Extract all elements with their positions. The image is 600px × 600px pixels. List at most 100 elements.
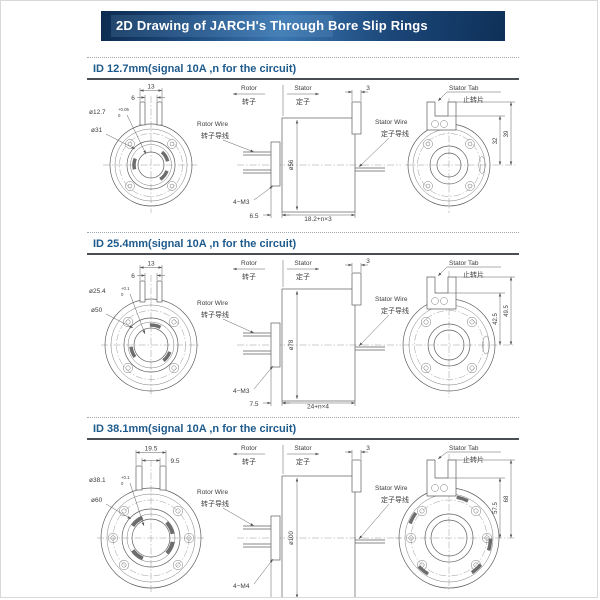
rear-view: Stator Tab 止转片 49.5 42.5 — [402, 260, 515, 397]
dim-hub-diameter: ø60 — [91, 497, 103, 504]
rotor-label-en: Rotor — [241, 260, 258, 267]
dim-tab-height-inner: 42.5 — [493, 313, 499, 325]
bolt-holes — [122, 316, 180, 374]
drawing-id-12-7mm: 13 6 ø12.7 +0.05 0 ø31 Rotor 转子 Stator 定… — [89, 84, 515, 222]
stator-label-en: Stator — [294, 260, 312, 267]
side-view: Rotor 转子 Stator 定子 3 ø78 Rotor Wire — [197, 258, 409, 409]
dim-flange-thickness: 3 — [366, 445, 370, 452]
stator-flange — [351, 459, 362, 493]
dim-bore-diameter: ø12.7 — [89, 109, 106, 116]
rotor-label-cn: 转子 — [242, 457, 256, 466]
dim-tab-outer-width: 13 — [147, 84, 155, 91]
rotor-plate — [270, 141, 281, 187]
dim-tab-inner-width: 6 — [131, 273, 135, 280]
side-view: Rotor 转子 Stator 定子 3 ø100 Rotor Wir — [197, 445, 409, 597]
front-view: 13 6 ø25.4 +0.1 0 ø50 — [89, 261, 201, 397]
kidney-slot — [478, 156, 486, 174]
dim-bore-tol-upper: +0.1 — [121, 475, 130, 480]
slip-ring-contacts — [132, 146, 170, 184]
section-title-text: ID 38.1mm(signal 10A ,n for the circuit) — [93, 423, 297, 435]
dim-rotor-offset: 7.5 — [249, 401, 258, 408]
dim-body-diameter: ø100 — [289, 531, 295, 545]
stator-body — [281, 288, 356, 402]
dim-bore-tol-lower: 0 — [121, 481, 124, 486]
rotor-label-cn: 转子 — [242, 272, 256, 281]
stator-label-cn: 定子 — [296, 272, 310, 281]
dim-tab-height-inner: 32 — [493, 137, 499, 144]
dim-bore-tol-lower: 0 — [121, 292, 124, 297]
dim-hub-diameter: ø31 — [91, 127, 103, 134]
dim-body-length: 24+n×4 — [307, 404, 329, 410]
dim-mounting-screws: 4−M3 — [233, 199, 250, 206]
stator-wire-label-cn: 定子导线 — [381, 129, 409, 138]
bolt-holes — [107, 505, 195, 571]
dim-tab-outer-width: 13 — [147, 261, 155, 268]
stator-flange — [351, 272, 362, 306]
stator-tab-label-cn: 止转片 — [463, 455, 484, 464]
stator-tab-label-en: Stator Tab — [449, 260, 479, 267]
front-view: 13 6 ø12.7 +0.05 0 ø31 — [89, 84, 199, 213]
stator-wire-label-en: Stator Wire — [375, 119, 408, 126]
drawing-id-38-1mm: 19.5 9.5 ø38.1 +0.1 0 ø60 Rotor 转子 Stato… — [89, 445, 515, 597]
section-id-12-7mm: ID 12.7mm(signal 10A ,n for the circuit) — [87, 57, 519, 222]
rear-view: Stator Tab 止转片 68 57.5 — [395, 445, 515, 592]
section-title: ID 25.4mm(signal 10A ,n for the circuit) — [87, 232, 519, 255]
stator-flange — [351, 101, 362, 135]
rotor-wire-label-cn: 转子导线 — [201, 310, 229, 319]
stator-body — [281, 117, 356, 213]
rotor-wire-label-en: Rotor Wire — [197, 121, 228, 128]
dim-bore-tol-upper: +0.05 — [118, 107, 129, 112]
rotor-tab-prong — [159, 465, 167, 491]
dim-tab-outer-width: 19.5 — [145, 446, 158, 453]
stator-tab-label-en: Stator Tab — [449, 85, 479, 92]
rotor-wire-label-cn: 转子导线 — [201, 499, 229, 508]
rotor-wire-label-en: Rotor Wire — [197, 300, 228, 307]
kidney-slot — [482, 335, 490, 355]
stator-wire-label-en: Stator Wire — [375, 296, 408, 303]
rotor-tab-prong — [156, 101, 163, 126]
dim-flange-thickness: 3 — [366, 85, 370, 92]
dim-bore-tol-upper: +0.1 — [121, 286, 130, 291]
dim-bore-diameter: ø25.4 — [89, 288, 106, 295]
rotor-label-en: Rotor — [241, 445, 258, 452]
stator-body — [281, 475, 356, 597]
dim-tab-inner-width: 9.5 — [170, 458, 179, 465]
rotor-label-cn: 转子 — [242, 97, 256, 106]
stator-label-en: Stator — [294, 85, 312, 92]
dim-hub-diameter: ø50 — [91, 307, 103, 314]
stator-tab-label-cn: 止转片 — [463, 95, 484, 104]
section-title-text: ID 25.4mm(signal 10A ,n for the circuit) — [93, 238, 297, 250]
dim-mounting-screws: 4−M4 — [233, 583, 250, 590]
dim-tab-height-inner: 57.5 — [493, 502, 499, 514]
dim-body-diameter: ø56 — [289, 159, 295, 170]
side-view: Rotor 转子 Stator 定子 3 ø56 Rotor Wire — [197, 85, 409, 222]
dim-tab-height-outer: 49.5 — [504, 305, 510, 317]
dim-bore-diameter: ø38.1 — [89, 477, 106, 484]
page-title: 2D Drawing of JARCH's Through Bore Slip … — [116, 18, 428, 33]
bolt-holes — [423, 139, 475, 191]
content: ID 12.7mm(signal 10A ,n for the circuit) — [87, 57, 519, 597]
header-bar: 2D Drawing of JARCH's Through Bore Slip … — [101, 11, 505, 41]
stator-tab-label-cn: 止转片 — [463, 270, 484, 279]
dim-tab-height-outer: 39 — [504, 130, 510, 137]
section-title: ID 12.7mm(signal 10A ,n for the circuit) — [87, 57, 519, 80]
rotor-plate — [270, 322, 281, 368]
rotor-tab-prong — [139, 101, 146, 126]
section-id-25-4mm: ID 25.4mm(signal 10A ,n for the circuit) — [87, 232, 519, 409]
rotor-wire-label-cn: 转子导线 — [201, 131, 229, 140]
dim-body-diameter: ø78 — [289, 339, 295, 350]
stator-wire-label-cn: 定子导线 — [381, 495, 409, 504]
dim-body-length: 18.2+n×3 — [304, 216, 332, 222]
stator-tab-label-en: Stator Tab — [449, 445, 479, 452]
rotor-tab-prong — [135, 465, 143, 491]
dim-flange-thickness: 3 — [366, 258, 370, 265]
stator-label-cn: 定子 — [296, 97, 310, 106]
section-title-text: ID 12.7mm(signal 10A ,n for the circuit) — [93, 63, 297, 75]
bolt-holes — [405, 505, 493, 571]
front-view: 19.5 9.5 ø38.1 +0.1 0 ø60 — [89, 446, 205, 594]
rotor-label-en: Rotor — [241, 85, 258, 92]
rear-view: Stator Tab 止转片 39 32 — [405, 85, 515, 213]
rotor-tab-prong — [139, 280, 146, 303]
bolt-holes — [420, 316, 478, 374]
